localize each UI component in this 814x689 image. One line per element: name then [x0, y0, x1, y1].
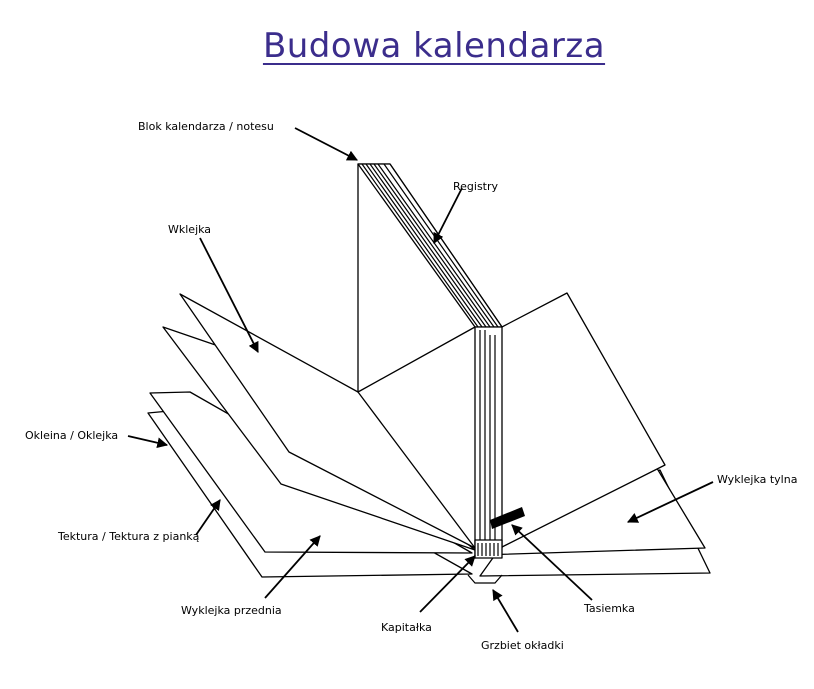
arrow-blok: [294, 127, 358, 161]
arrow-wklejka: [199, 237, 259, 353]
arrow-tektura: [195, 499, 221, 536]
page-title: Budowa kalendarza: [262, 26, 606, 66]
arrow-tasiemka: [511, 524, 593, 601]
label-okleina: Okleina / Oklejka: [25, 429, 118, 442]
arrow-kapitalka: [419, 555, 476, 613]
label-wyklejka-tylna: Wyklejka tylna: [717, 473, 797, 486]
arrow-okleina: [127, 435, 169, 449]
label-grzbiet: Grzbiet okładki: [481, 639, 564, 652]
arrow-wyklejka-przednia: [264, 535, 321, 599]
label-tektura: Tektura / Tektura z pianką: [57, 530, 200, 543]
cover-spine: [467, 574, 503, 584]
label-blok: Blok kalendarza / notesu: [138, 120, 274, 133]
label-registry: Registry: [453, 180, 499, 193]
arrow-wyklejka-tylna: [627, 481, 714, 523]
arrow-registry: [433, 187, 463, 244]
label-tasiemka: Tasiemka: [583, 602, 635, 615]
arrow-grzbiet: [492, 589, 519, 633]
label-kapitalka: Kapitałka: [381, 621, 432, 634]
ribbon: [490, 507, 525, 529]
label-wyklejka-przednia: Wyklejka przednia: [181, 604, 282, 617]
label-wklejka: Wklejka: [168, 223, 211, 236]
book-block: [357, 163, 503, 559]
